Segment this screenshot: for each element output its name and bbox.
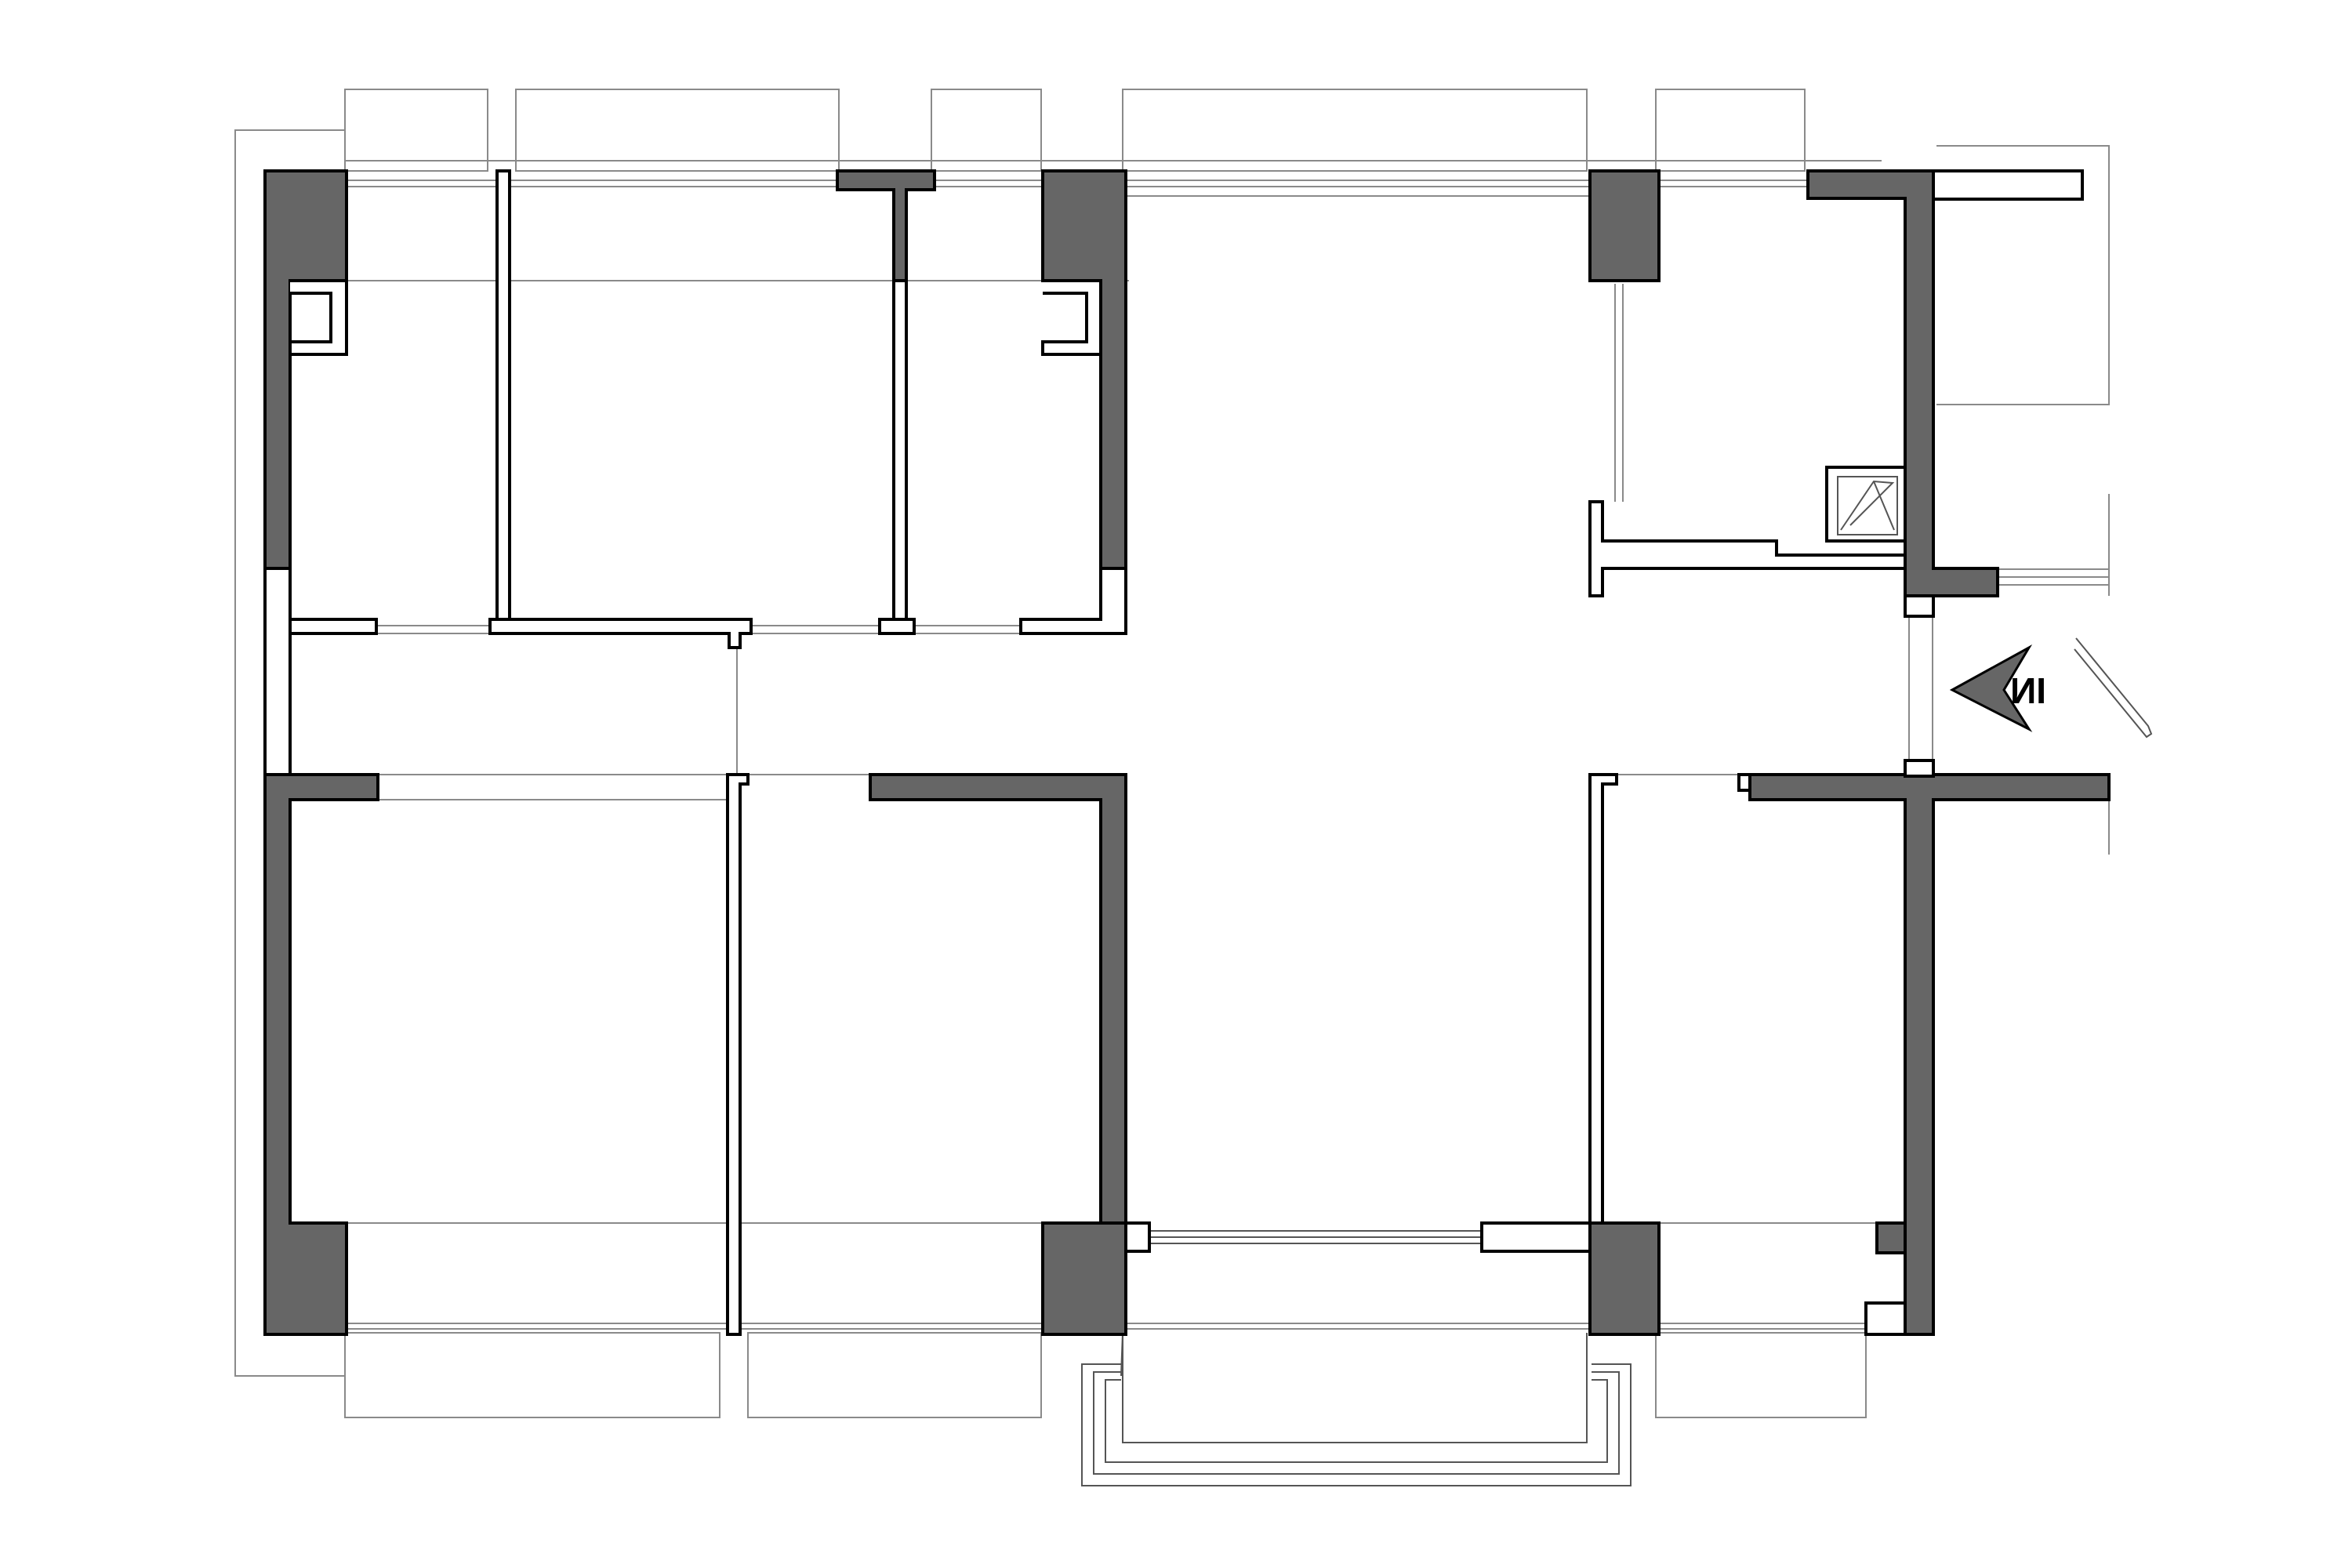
entrance-door (2074, 637, 2153, 739)
partitions (263, 169, 2084, 1336)
structural-walls (263, 169, 2111, 1336)
exterior-outline (234, 129, 2110, 1377)
bottom-window-bays (344, 1222, 1882, 1418)
balcony (1081, 1230, 1632, 1486)
entrance-label: IN (2010, 670, 2046, 711)
kitchen-appliance (1825, 466, 1907, 543)
entry-marker: IN (1949, 644, 2046, 732)
entry-arrow-icon (1949, 644, 2033, 732)
